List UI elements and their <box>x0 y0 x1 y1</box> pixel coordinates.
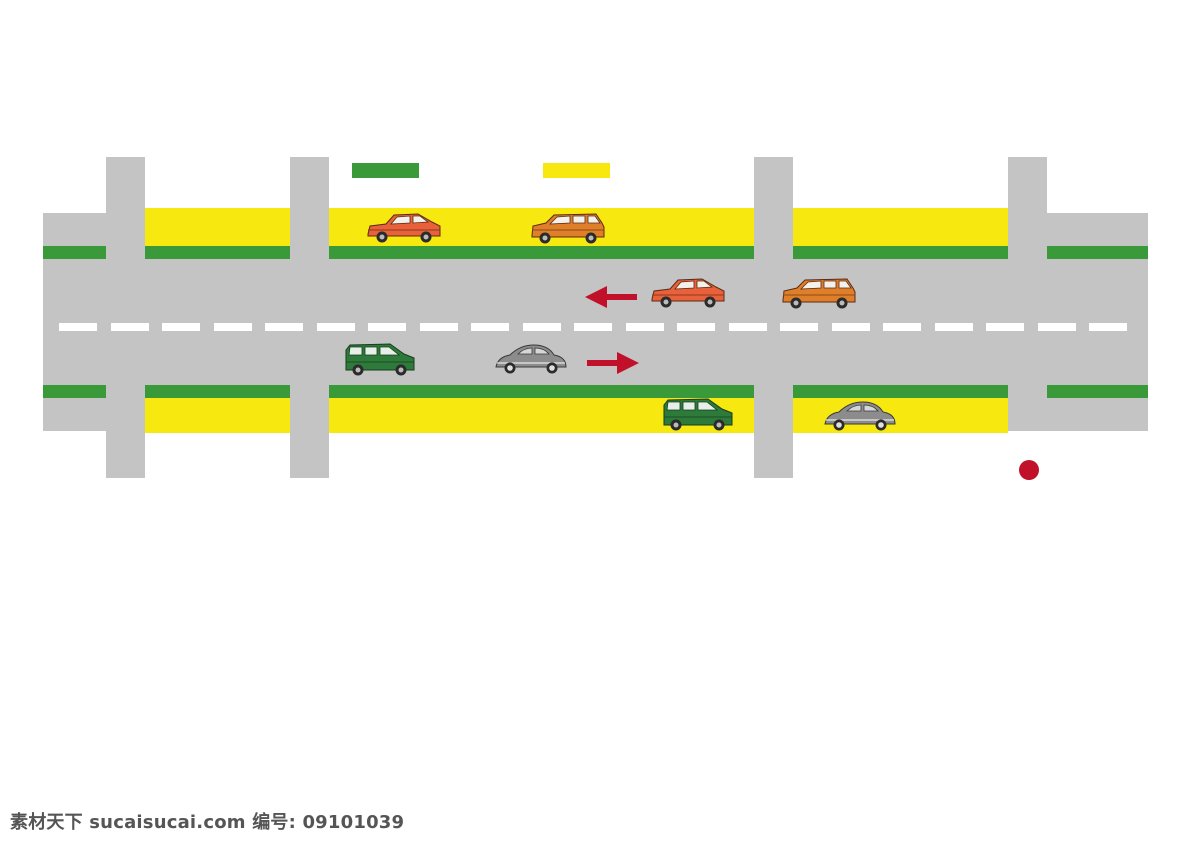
lane-dash <box>831 323 870 331</box>
lane-dash <box>522 323 561 331</box>
legend-green-swatch <box>352 163 419 178</box>
lane-dash <box>1089 323 1127 331</box>
lane-dash <box>1037 323 1076 331</box>
cross-street-1 <box>106 157 145 478</box>
car-beetle-8 <box>824 401 896 431</box>
lane-dash <box>934 323 973 331</box>
cross-street-4 <box>1008 157 1047 431</box>
lane-dash <box>368 323 406 331</box>
car-hatchback-3 <box>651 278 725 308</box>
lane-dash <box>677 323 715 331</box>
top-green-strip-4 <box>793 246 1008 259</box>
lane-dash <box>265 323 303 331</box>
bottom-sidewalk-segment-1 <box>145 398 290 433</box>
car-wagon-2 <box>531 213 605 244</box>
lane-dash <box>471 323 509 331</box>
top-green-strip-1 <box>43 246 106 259</box>
cross-street-3 <box>754 157 793 478</box>
top-green-strip-3 <box>329 246 754 259</box>
bottom-green-strip-1 <box>43 385 106 398</box>
car-wagon-4 <box>782 278 856 309</box>
bottom-green-strip-2 <box>145 385 290 398</box>
car-minivan-5 <box>345 343 415 376</box>
top-sidewalk-segment-3 <box>793 208 1008 246</box>
lane-dash <box>728 323 767 331</box>
lane-dash <box>625 323 664 331</box>
arrow-left-icon <box>585 286 637 308</box>
lane-dash <box>316 323 355 331</box>
top-green-strip-5 <box>1047 246 1148 259</box>
lane-dash <box>59 323 97 331</box>
car-hatchback-1 <box>367 213 441 243</box>
cross-street-2 <box>290 157 329 478</box>
bottom-green-strip-4 <box>793 385 1008 398</box>
watermark-text: 素材天下 sucaisucai.com 编号: 09101039 <box>10 812 405 833</box>
lane-dash <box>213 323 252 331</box>
lane-dash <box>574 323 612 331</box>
lane-dash <box>419 323 458 331</box>
car-beetle-6 <box>495 344 567 374</box>
lane-dash <box>780 323 818 331</box>
bottom-green-strip-3 <box>329 385 754 398</box>
legend-yellow-swatch <box>543 163 610 178</box>
top-sidewalk-segment-1 <box>145 208 290 246</box>
location-marker-dot <box>1019 460 1039 480</box>
bottom-sidewalk-segment-3 <box>793 398 1008 433</box>
top-green-strip-2 <box>145 246 290 259</box>
car-minivan-7 <box>663 398 733 431</box>
lane-dash <box>162 323 200 331</box>
bottom-green-strip-5 <box>1047 385 1148 398</box>
lane-dash <box>883 323 921 331</box>
lane-dash <box>110 323 149 331</box>
arrow-right-icon <box>587 352 639 374</box>
lane-dash <box>986 323 1024 331</box>
